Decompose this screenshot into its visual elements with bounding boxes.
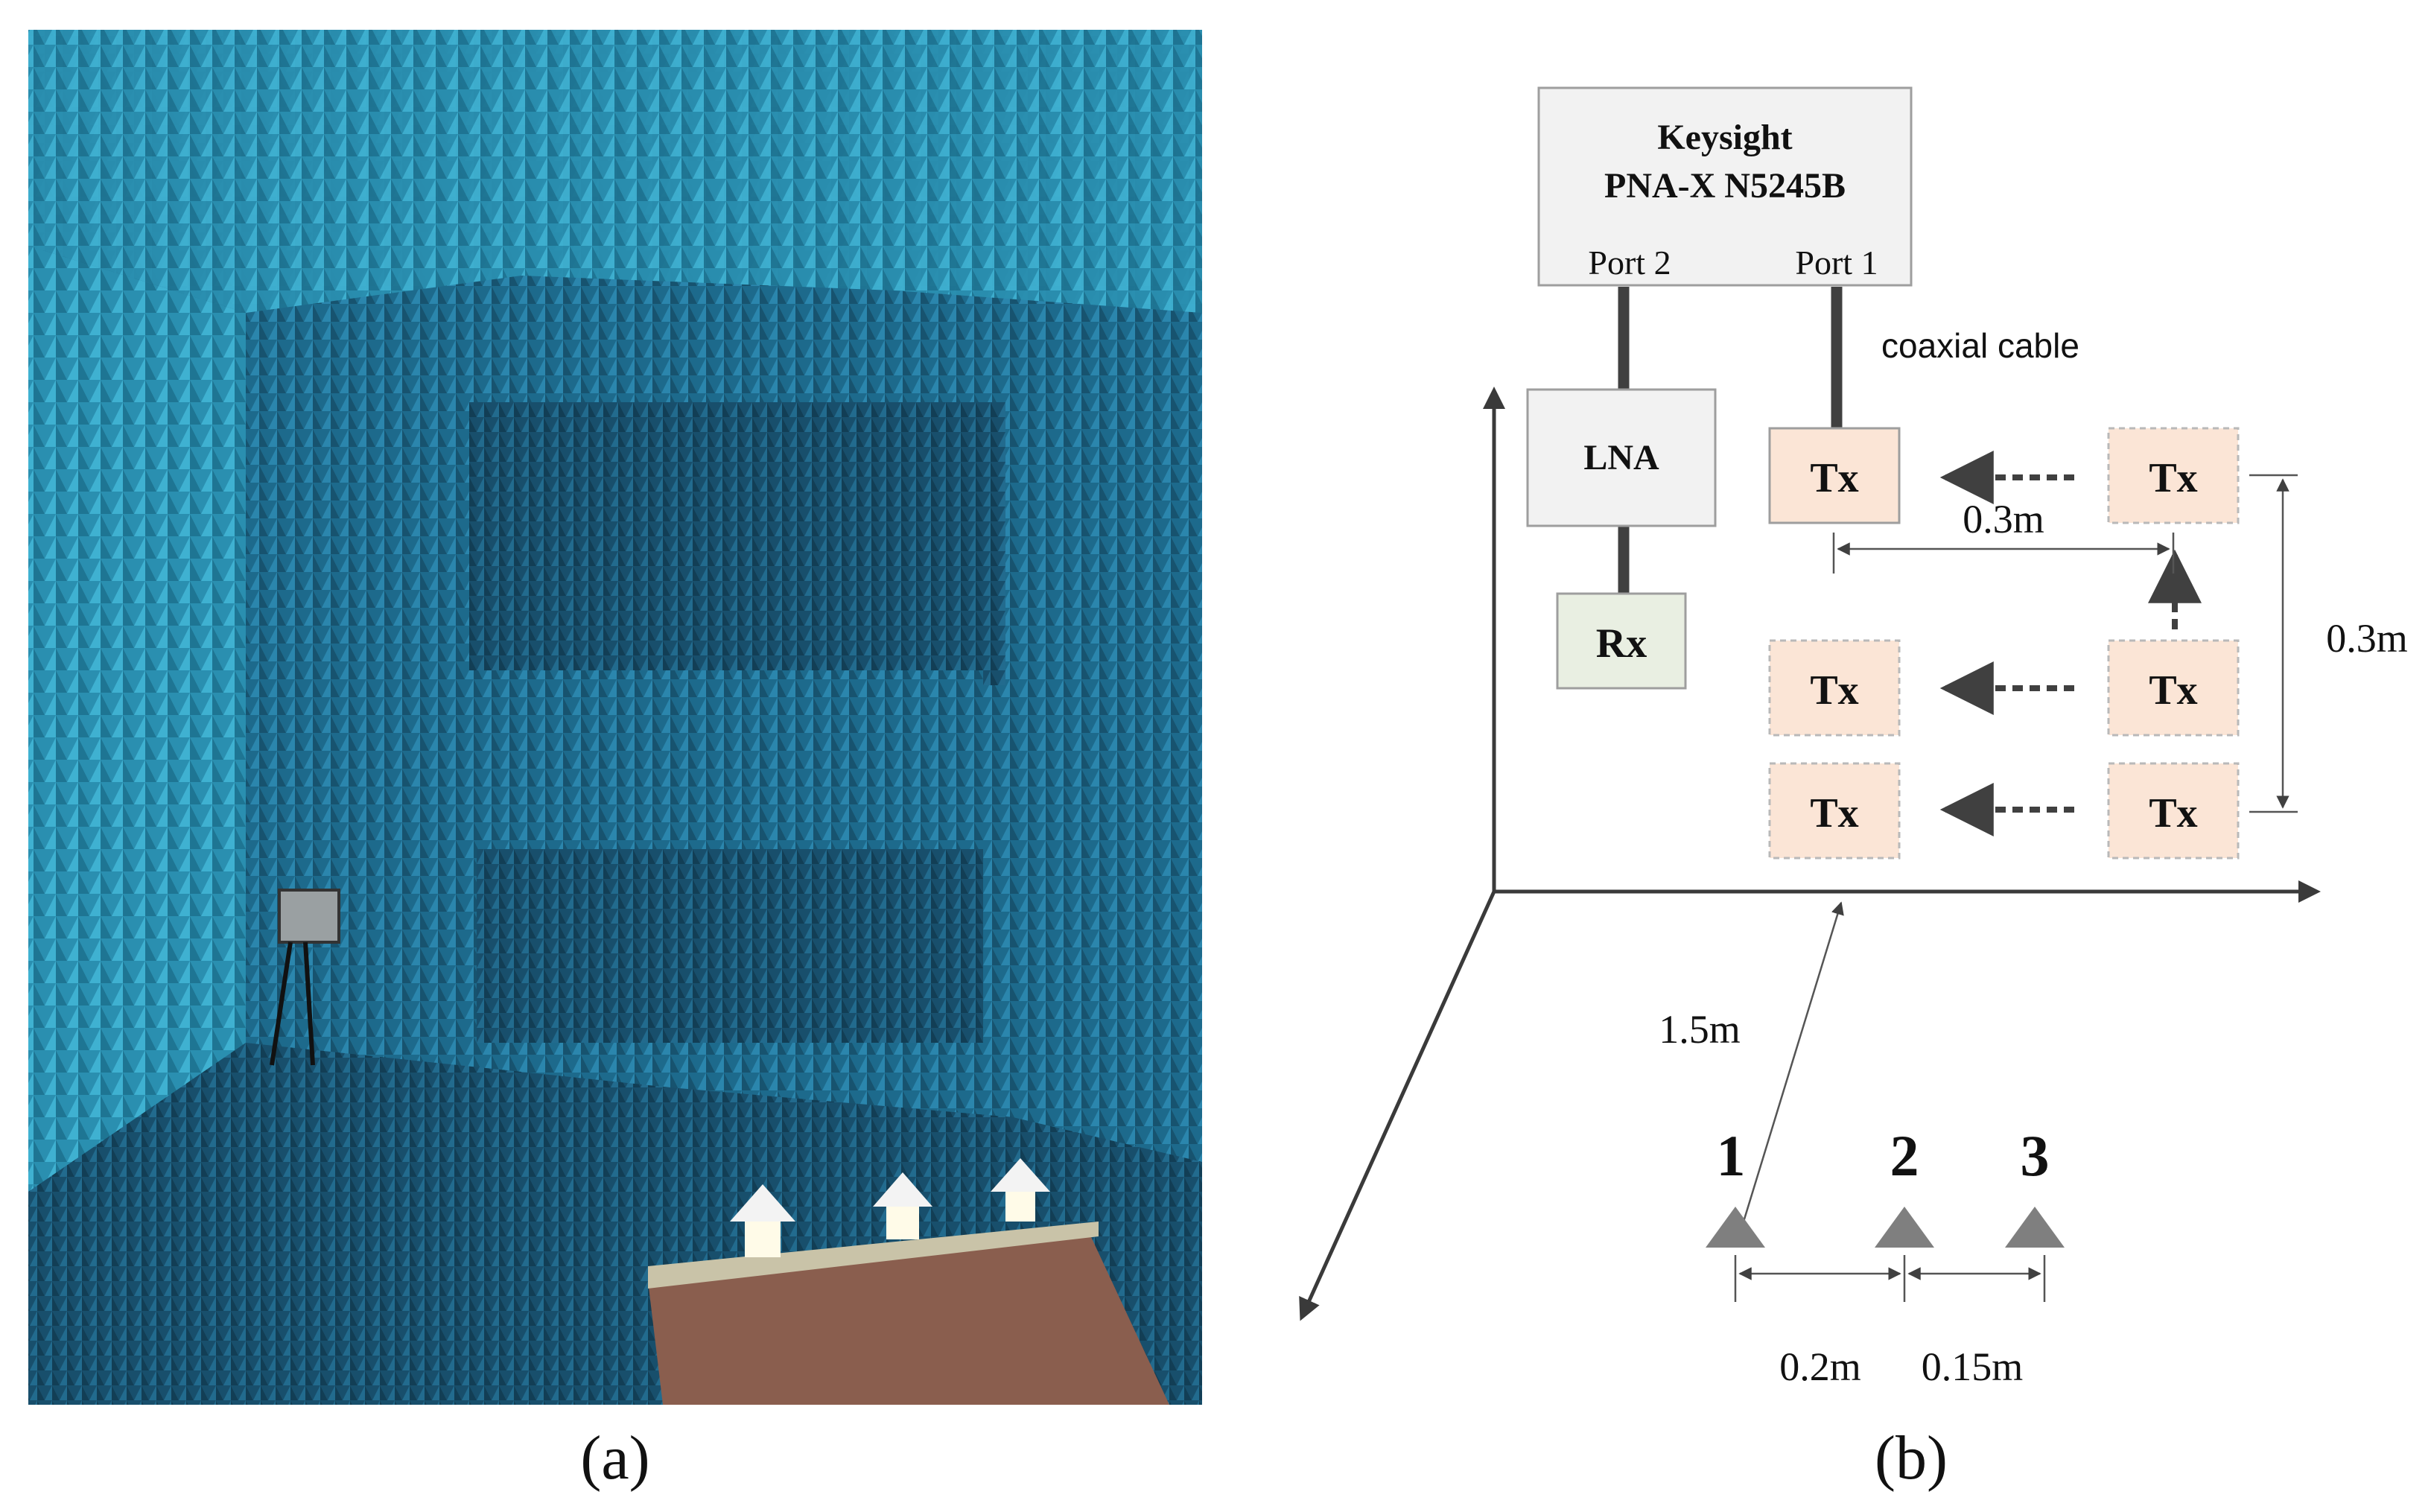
axes (1299, 387, 2321, 1321)
rx-label: Rx (1596, 620, 1647, 667)
tx-label: Tx (2149, 790, 2197, 836)
port-1-label: Port 1 (1795, 244, 1878, 282)
dim-label-gap-2-3: 0.15m (1922, 1344, 2024, 1389)
dim-label-distance: 1.5m (1659, 1007, 1741, 1052)
tx-position: Tx (1768, 762, 1901, 860)
tx-label: Tx (1810, 790, 1858, 836)
tx-position: Tx (2107, 427, 2240, 524)
dim-label-vertical: 0.3m (2326, 616, 2408, 661)
rx-box (1556, 592, 1687, 690)
dim-tx-horizontal (1832, 533, 2175, 574)
coaxial-cable-label: coaxial cable (1881, 326, 2079, 365)
dim-target-spacing (1734, 1255, 2046, 1302)
tx-label: Tx (1810, 455, 1858, 501)
tx-position: Tx (1768, 639, 1901, 737)
tx-active: Tx (1768, 427, 1901, 524)
tx-position: Tx (2107, 639, 2240, 737)
depth-axis (1299, 890, 1496, 1321)
cables (1618, 287, 1843, 594)
target-1-label: 1 (1717, 1123, 1746, 1188)
port-2-label: Port 2 (1588, 244, 1671, 282)
panel-b-caption: (b) (1875, 1423, 1948, 1493)
vna-brand: Keysight (1657, 118, 1792, 157)
target-3-label: 3 (2021, 1123, 2050, 1188)
lna-box (1526, 388, 1717, 527)
tx-label: Tx (1810, 667, 1858, 714)
dim-tx-vertical (2249, 474, 2298, 813)
targets: 1 2 3 (1706, 1123, 2065, 1248)
target-2-marker (1875, 1207, 1934, 1248)
vna-model: PNA-X N5245B (1604, 166, 1846, 206)
dim-distance (1735, 901, 1844, 1240)
dim-label-horizontal: 0.3m (1963, 497, 2044, 541)
anechoic-chamber-photo (28, 30, 1202, 1405)
movement-arrows (1939, 451, 2202, 836)
photo-targets (730, 1158, 1050, 1257)
dim-label-gap-1-2: 0.2m (1779, 1344, 1861, 1389)
tx-label: Tx (2149, 455, 2197, 501)
lna-label: LNA (1583, 438, 1659, 477)
target-2-label: 2 (1890, 1123, 1919, 1188)
panel-a-caption: (a) (580, 1423, 649, 1493)
target-1-marker (1706, 1207, 1765, 1248)
tx-label: Tx (2149, 667, 2197, 714)
vna-box (1537, 86, 1913, 287)
tx-position: Tx (2107, 762, 2240, 860)
target-3-marker (2005, 1207, 2065, 1248)
